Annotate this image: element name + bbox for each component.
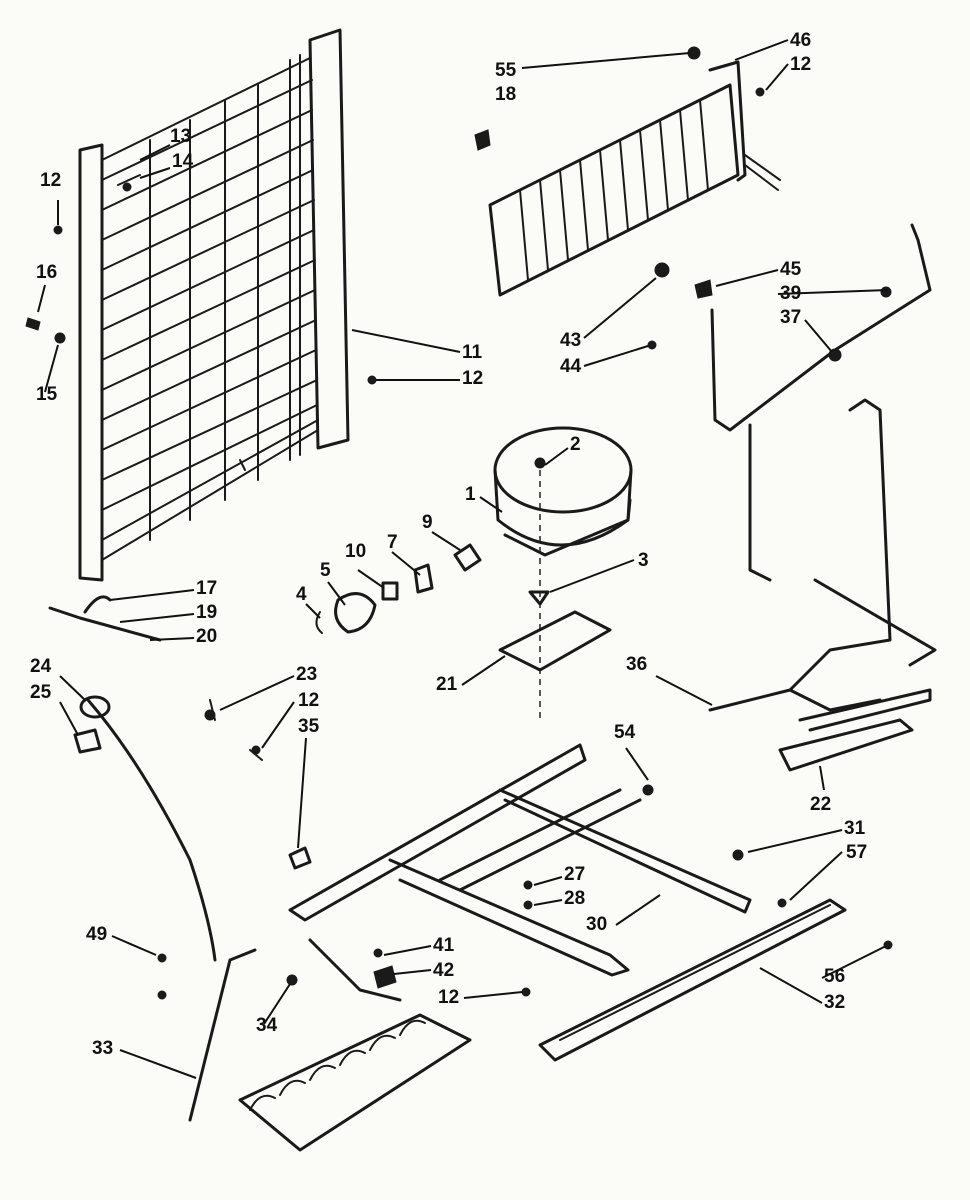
drier-and-harness bbox=[48, 595, 312, 962]
callout-44: 44 bbox=[560, 356, 582, 377]
callout-31: 31 bbox=[844, 818, 866, 839]
callout-32: 32 bbox=[824, 992, 845, 1013]
callout-56: 56 bbox=[824, 966, 845, 987]
leader-lines bbox=[37, 39, 889, 1079]
callout-2: 2 bbox=[570, 434, 581, 455]
callout-57: 57 bbox=[846, 842, 867, 863]
compressor bbox=[493, 426, 633, 720]
callout-16: 16 bbox=[36, 262, 57, 283]
drain-coil bbox=[188, 938, 472, 1152]
callout-54: 54 bbox=[614, 722, 636, 743]
callout-24: 24 bbox=[30, 656, 52, 677]
callout-12: 12 bbox=[40, 170, 61, 191]
callout-46: 46 bbox=[790, 30, 811, 51]
callout-21: 21 bbox=[436, 674, 458, 695]
front-rail bbox=[538, 898, 847, 1062]
callout-3: 3 bbox=[638, 550, 649, 571]
callout-27: 27 bbox=[564, 864, 585, 885]
callout-15: 15 bbox=[36, 384, 58, 405]
callout-39: 39 bbox=[780, 283, 801, 304]
callout-10: 10 bbox=[345, 541, 366, 562]
callout-12: 12 bbox=[438, 987, 459, 1008]
callout-23: 23 bbox=[296, 664, 317, 685]
relay-parts bbox=[315, 543, 612, 672]
callout-35: 35 bbox=[298, 716, 320, 737]
callout-18: 18 bbox=[495, 84, 516, 105]
callout-36: 36 bbox=[626, 654, 647, 675]
callout-33: 33 bbox=[92, 1038, 113, 1059]
callout-7: 7 bbox=[387, 532, 398, 553]
base-frame bbox=[288, 688, 932, 977]
callout-25: 25 bbox=[30, 682, 52, 703]
evaporator bbox=[488, 60, 781, 297]
callout-34: 34 bbox=[256, 1015, 278, 1036]
callout-37: 37 bbox=[780, 307, 801, 328]
condenser bbox=[78, 28, 350, 582]
callout-9: 9 bbox=[422, 512, 433, 533]
callout-12: 12 bbox=[790, 54, 811, 75]
callout-5: 5 bbox=[320, 560, 331, 581]
callout-55: 55 bbox=[495, 60, 517, 81]
callout-14: 14 bbox=[172, 151, 194, 172]
callout-49: 49 bbox=[86, 924, 107, 945]
callout-45: 45 bbox=[780, 259, 802, 280]
callout-20: 20 bbox=[196, 626, 217, 647]
callout-41: 41 bbox=[433, 935, 455, 956]
tubing bbox=[708, 223, 937, 712]
callout-43: 43 bbox=[560, 330, 581, 351]
callout-30: 30 bbox=[586, 914, 607, 935]
callout-12: 12 bbox=[298, 690, 319, 711]
callout-19: 19 bbox=[196, 602, 217, 623]
callout-11: 11 bbox=[462, 342, 483, 363]
callout-12: 12 bbox=[462, 368, 483, 389]
callout-1: 1 bbox=[465, 484, 476, 505]
callout-13: 13 bbox=[170, 126, 191, 147]
callout-42: 42 bbox=[433, 960, 454, 981]
callout-4: 4 bbox=[296, 584, 307, 605]
screws bbox=[25, 46, 893, 1000]
callout-28: 28 bbox=[564, 888, 585, 909]
callout-17: 17 bbox=[196, 578, 217, 599]
callout-22: 22 bbox=[810, 794, 831, 815]
